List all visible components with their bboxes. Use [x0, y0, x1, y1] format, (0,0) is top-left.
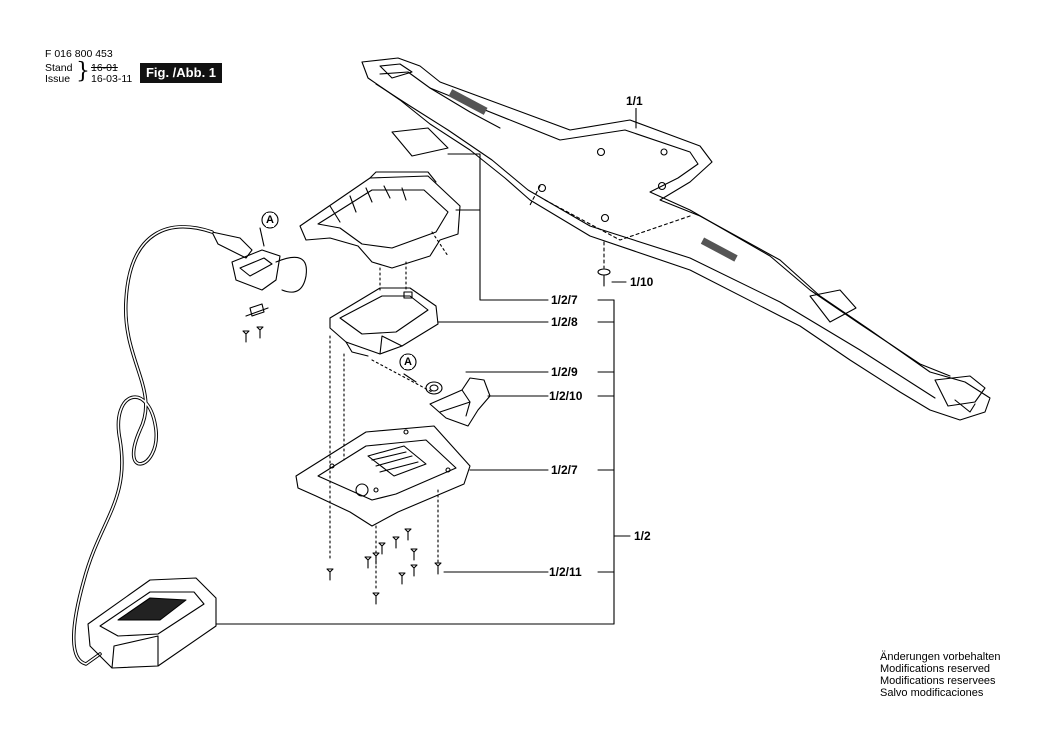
- screws-1-2-11-part: [242, 326, 442, 605]
- shoulder-strap-part: [361, 57, 991, 421]
- battery-pack-part: [87, 577, 217, 669]
- detail-a-label-2: A: [404, 355, 412, 369]
- brace-symbol: }: [76, 59, 90, 84]
- callout-1-2-7-bottom: 1/2/7: [551, 463, 578, 477]
- part-number: F 016 800 453: [45, 48, 113, 60]
- stand-value: 16-01: [91, 62, 118, 74]
- note-line: Modifications reserved: [880, 663, 991, 675]
- clip-ring-part: [425, 381, 443, 395]
- callout-1-2-8: 1/2/8: [551, 315, 578, 329]
- cable-line: [72, 225, 214, 666]
- detail-a-circle-2: [399, 353, 417, 371]
- screw-1-10-part: [597, 241, 611, 287]
- note-line: Modifications reservees: [880, 675, 996, 687]
- battery-holder-part: [329, 287, 439, 357]
- callout-1-2-9: 1/2/9: [551, 365, 578, 379]
- figure-badge: Fig. /Abb. 1: [140, 63, 222, 83]
- cable-holder-part: [429, 377, 491, 427]
- note-line: Salvo modificaciones: [880, 687, 984, 699]
- callout-1-2-11: 1/2/11: [549, 565, 582, 579]
- note-line: Änderungen vorbehalten: [880, 651, 1001, 663]
- detail-a-circle-1: [261, 211, 279, 229]
- callout-1-2-7-top: 1/2/7: [551, 293, 578, 307]
- base-plate-part: [295, 425, 471, 527]
- stand-label: Stand: [45, 62, 73, 74]
- detail-a-label-1: A: [266, 213, 274, 227]
- group-bracket-lines: [215, 107, 637, 625]
- issue-label: Issue: [45, 73, 71, 85]
- assembly-axes: [329, 231, 449, 591]
- cable-connector-part: [211, 231, 307, 317]
- callout-1-1: 1/1: [626, 94, 643, 108]
- issue-value: 16-03-11: [91, 73, 133, 85]
- modification-notes: Änderungen vorbehalten Modifications res…: [880, 651, 1000, 699]
- top-frame-part: [299, 171, 461, 269]
- callout-1-2: 1/2: [634, 529, 651, 543]
- label-sticker-part: [391, 127, 449, 157]
- callout-1-2-10: 1/2/10: [549, 389, 583, 403]
- callout-1-10: 1/10: [630, 275, 654, 289]
